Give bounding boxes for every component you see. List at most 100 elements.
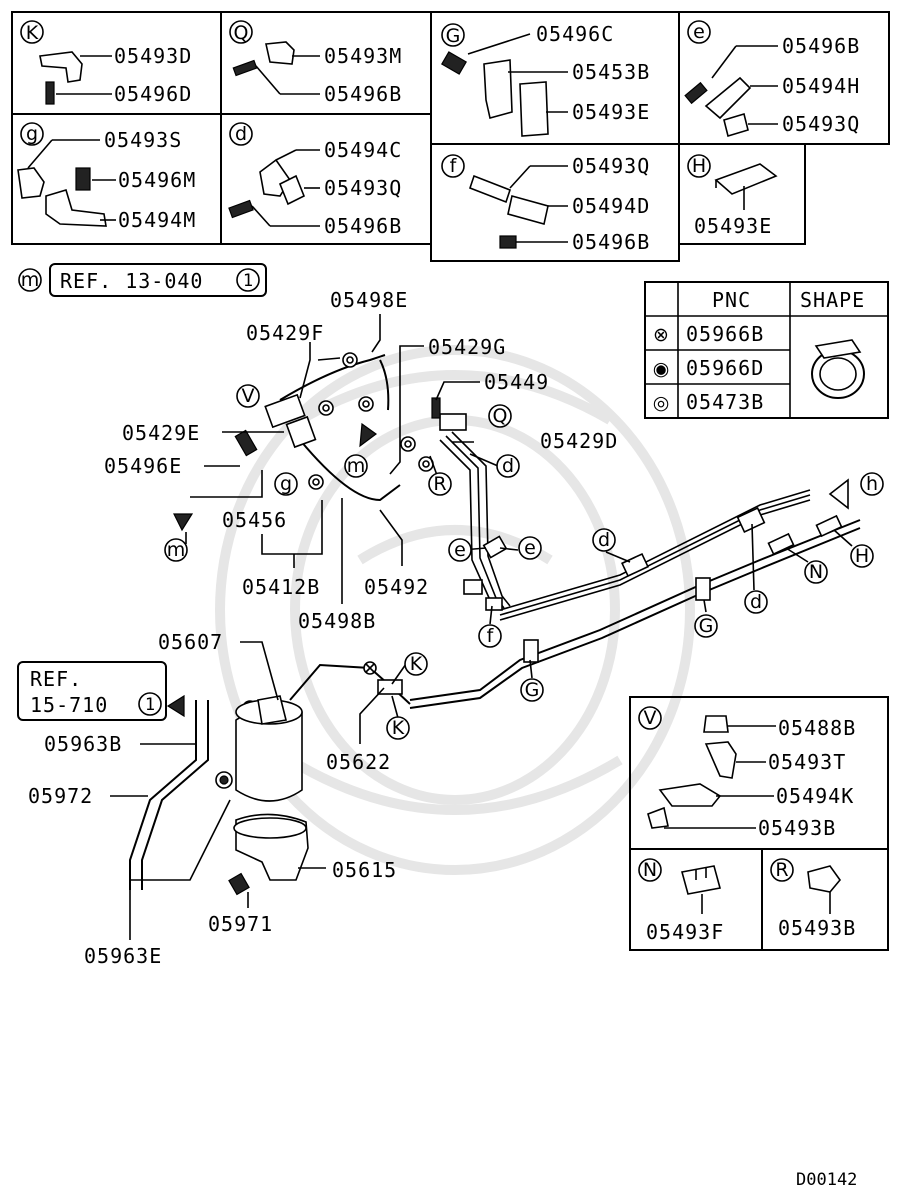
diagram-id: D00142 <box>796 1170 857 1187</box>
svg-text:K: K <box>26 22 39 44</box>
svg-text:m: m <box>167 539 186 561</box>
svg-text:05493F: 05493F <box>646 920 724 944</box>
svg-text:Q: Q <box>493 405 508 427</box>
svg-text:REF.: REF. <box>30 667 82 691</box>
svg-text:d: d <box>598 529 610 551</box>
bolt-part <box>45 81 55 105</box>
letter-markers: V Q R m g d m e e d f d G G N H h K K <box>164 384 884 740</box>
clip-part <box>39 51 83 83</box>
inset-K: K 05493D 05496D <box>20 20 192 106</box>
svg-text:05493Q: 05493Q <box>324 176 402 200</box>
svg-text:e: e <box>454 539 466 561</box>
svg-text:05496B: 05496B <box>572 230 650 254</box>
svg-text:05496B: 05496B <box>782 34 860 58</box>
inset-N: N 05493F <box>629 848 763 951</box>
svg-text:05456: 05456 <box>222 508 287 532</box>
svg-text:N: N <box>809 561 823 583</box>
svg-text:d: d <box>502 455 514 477</box>
svg-text:05493Q: 05493Q <box>782 112 860 136</box>
svg-text:m: m <box>21 269 40 291</box>
ref-13-040: m REF. 13-040 1 <box>18 263 267 297</box>
leader-lines <box>110 314 853 940</box>
svg-text:05488B: 05488B <box>778 716 856 740</box>
svg-text:05966D: 05966D <box>686 356 764 380</box>
svg-text:05494H: 05494H <box>782 74 860 98</box>
inset-G: G 05496C 05453B 05493E <box>441 22 650 137</box>
inset-grid <box>11 11 890 262</box>
svg-text:f: f <box>450 155 458 177</box>
svg-text:05496M: 05496M <box>118 168 196 192</box>
svg-text:05963B: 05963B <box>44 732 122 756</box>
svg-text:05496E: 05496E <box>104 454 182 478</box>
inset-e: e 05496B 05494H 05493Q <box>684 20 860 138</box>
svg-text:05429D: 05429D <box>540 429 618 453</box>
svg-text:g: g <box>26 123 38 145</box>
svg-text:f: f <box>487 625 495 647</box>
svg-text:05429G: 05429G <box>428 335 506 359</box>
pnc-table: PNC SHAPE ⊗ ◉ ◎ 05966B 05966D 05473B <box>644 281 889 419</box>
svg-text:d: d <box>750 591 762 613</box>
svg-text:REF. 13-040: REF. 13-040 <box>60 269 203 293</box>
svg-text:V: V <box>644 707 657 729</box>
svg-text:N: N <box>643 859 657 881</box>
svg-text:SHAPE: SHAPE <box>800 288 865 312</box>
svg-text:H: H <box>692 155 706 177</box>
svg-text:05496D: 05496D <box>114 82 192 106</box>
svg-text:e: e <box>693 21 705 43</box>
svg-text:05493M: 05493M <box>324 44 402 68</box>
svg-text:PNC: PNC <box>712 288 751 312</box>
svg-text:R: R <box>775 859 788 881</box>
inset-d: d 05494C 05493Q 05496B <box>228 122 402 238</box>
arrow-icon <box>359 422 378 448</box>
svg-text:K: K <box>392 717 405 739</box>
svg-text:05496B: 05496B <box>324 214 402 238</box>
svg-text:G: G <box>525 679 540 701</box>
svg-text:05449: 05449 <box>484 370 549 394</box>
svg-text:05622: 05622 <box>326 750 391 774</box>
svg-text:◎: ◎ <box>653 392 670 414</box>
svg-text:1: 1 <box>243 271 253 291</box>
svg-text:05494C: 05494C <box>324 138 402 162</box>
svg-text:d: d <box>235 123 247 145</box>
inset-Q: Q 05493M 05496B <box>229 20 402 106</box>
ref-15-710: REF. 15-710 1 <box>17 661 167 721</box>
svg-text:05493Q: 05493Q <box>572 154 650 178</box>
line-clips <box>264 393 843 695</box>
arrow-icon <box>173 513 194 532</box>
svg-text:H: H <box>855 545 869 567</box>
svg-text:05496C: 05496C <box>536 22 614 46</box>
svg-text:05493E: 05493E <box>572 100 650 124</box>
svg-text:Q: Q <box>234 22 249 44</box>
svg-text:R: R <box>433 473 446 495</box>
svg-text:05607: 05607 <box>158 630 223 654</box>
arrow-icon <box>166 694 185 718</box>
inset-R: R 05493B <box>761 848 889 951</box>
svg-text:05494M: 05494M <box>118 208 196 232</box>
inset-V: V 05488B 05493T 05494K 05493B <box>629 696 889 850</box>
svg-text:05493T: 05493T <box>768 750 846 774</box>
svg-text:G: G <box>446 25 461 47</box>
svg-text:05494K: 05494K <box>776 784 854 808</box>
svg-text:05473B: 05473B <box>686 390 764 414</box>
grommets <box>215 352 441 789</box>
svg-text:05615: 05615 <box>332 858 397 882</box>
svg-text:05963E: 05963E <box>84 944 162 968</box>
svg-text:K: K <box>410 653 423 675</box>
svg-text:05493B: 05493B <box>758 816 836 840</box>
svg-text:V: V <box>242 385 255 407</box>
svg-text:05429F: 05429F <box>246 321 324 345</box>
svg-text:G: G <box>699 615 714 637</box>
svg-text:05493S: 05493S <box>104 128 182 152</box>
svg-text:⊗: ⊗ <box>653 324 669 346</box>
svg-text:05493D: 05493D <box>114 44 192 68</box>
svg-text:◉: ◉ <box>653 358 670 380</box>
svg-text:05971: 05971 <box>208 912 273 936</box>
canister <box>166 422 849 896</box>
svg-text:1: 1 <box>145 695 155 715</box>
svg-text:05412B: 05412B <box>242 575 320 599</box>
arrow-icon <box>828 478 849 510</box>
svg-text:05429E: 05429E <box>122 421 200 445</box>
svg-text:e: e <box>524 537 536 559</box>
